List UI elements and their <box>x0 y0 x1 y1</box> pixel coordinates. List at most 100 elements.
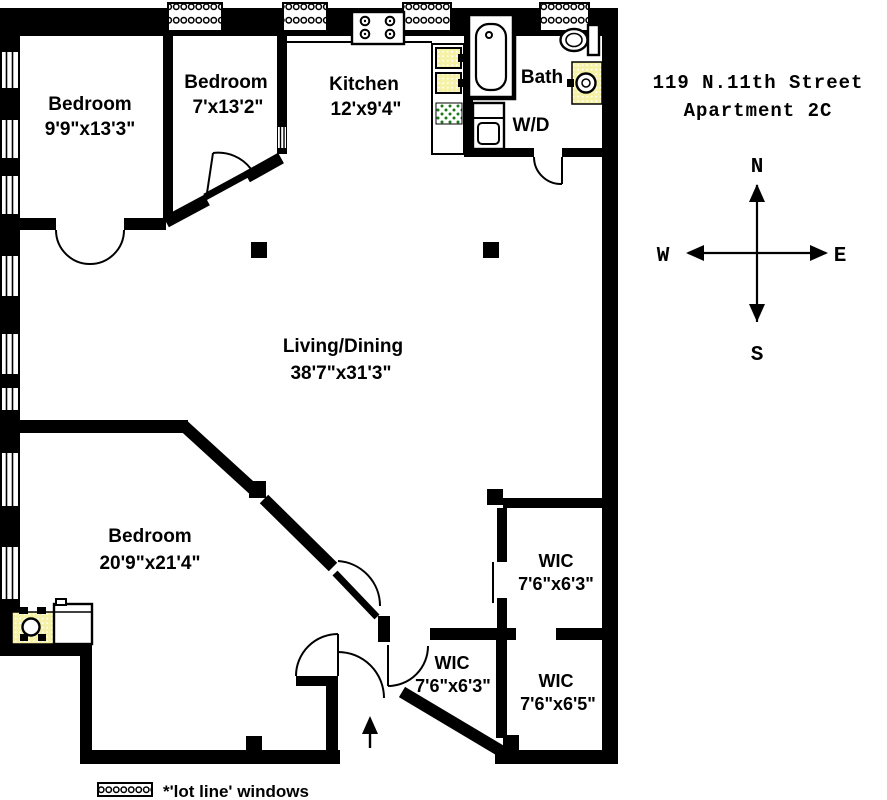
vanity-sink-icon <box>11 607 55 645</box>
bedroom1-door-arc-left <box>55 229 91 265</box>
lot-line-windows <box>167 2 590 32</box>
room-label-kitchen: Kitchen <box>329 74 399 95</box>
entry-arrow <box>362 716 378 748</box>
room-label-living: Living/Dining <box>283 336 403 357</box>
bathtub-icon <box>465 11 517 101</box>
wall-bedroom2-diagonal-lower <box>163 194 210 228</box>
bedroom2-door-leaf <box>203 168 253 201</box>
wall-step-vertical <box>80 642 92 764</box>
lot-line-window <box>402 2 452 32</box>
room-label-wic2: WIC <box>435 653 470 673</box>
bedroom1-door-arc-right <box>89 229 125 265</box>
window <box>2 256 18 296</box>
compass-south-arrowhead <box>749 304 765 322</box>
column <box>246 736 262 751</box>
wall-right <box>602 8 618 764</box>
window <box>2 453 18 506</box>
stove-icon <box>350 10 406 46</box>
wall-bedroom3-diagonal-upper <box>179 421 259 495</box>
room-dims-kitchen: 12'x9'4" <box>331 99 402 120</box>
wall-wic-divider-b <box>556 628 602 640</box>
bath-door-arc <box>533 156 563 186</box>
compass-label-south: S <box>751 344 764 367</box>
wall-wic1-top <box>503 498 602 508</box>
address-line2: Apartment 2C <box>684 100 833 122</box>
wall-vestibule-stub-v <box>326 686 338 764</box>
room-label-wd: W/D <box>513 115 550 136</box>
wall-bedroom3-diagonal-lower <box>259 494 338 572</box>
bedroom3-door-arc <box>337 560 382 607</box>
wall-wic1-left-lower <box>497 598 507 630</box>
wall-bedroom2-diagonal-upper <box>244 152 284 183</box>
wall-wic3-bottom <box>495 750 618 764</box>
wic2-door-arc <box>387 645 429 687</box>
room-labels: Bedroom 9'9"x13'3" Bedroom 7'x13'2" Kitc… <box>45 67 596 714</box>
legend-label: *'lot line' windows <box>163 782 309 800</box>
bedroom3-door-leaf <box>332 570 380 620</box>
room-label-wic1: WIC <box>539 551 574 571</box>
vestibule-door-arc <box>295 633 339 677</box>
wall-bedroom1-bottom-right <box>124 218 166 230</box>
bath-sink-icon <box>567 61 603 105</box>
cabinet-icon <box>52 598 94 646</box>
lot-line-window <box>539 2 590 32</box>
column <box>249 481 266 498</box>
plan-title: 119 N.11th Street Apartment 2C <box>653 72 864 122</box>
wall-bedroom-divider <box>163 36 173 218</box>
room-dims-bedroom2: 7'x13'2" <box>193 97 264 118</box>
address-line1: 119 N.11th Street <box>653 72 864 94</box>
compass-label-north: N <box>751 156 764 179</box>
room-dims-bedroom3: 20'9"x21'4" <box>99 553 200 574</box>
wall-wic-divider-a <box>490 628 516 640</box>
compass-west-arrowhead <box>686 245 704 261</box>
wall-wic2-top <box>430 628 492 640</box>
window <box>2 120 18 158</box>
kitchen-fixtures <box>350 10 465 155</box>
room-label-bedroom3: Bedroom <box>108 526 191 547</box>
window <box>278 127 286 148</box>
window <box>2 547 18 599</box>
kitchen-sink-icon <box>435 47 463 69</box>
wall-wic2-jamb <box>378 616 390 642</box>
kitchen-counter <box>431 43 465 155</box>
wall-wic23-divider <box>496 640 507 738</box>
wall-bedroom3-bottom <box>80 750 340 764</box>
room-dims-living: 38'7"x31'3" <box>290 363 391 384</box>
wall-bath-bottom-right <box>562 148 602 157</box>
room-dims-wic2: 7'6"x6'3" <box>415 676 491 696</box>
compass-north-arrowhead <box>749 184 765 202</box>
bath-fixtures <box>465 11 603 151</box>
wall-bedroom1-bottom-left <box>20 218 56 230</box>
legend: *'lot line' windows <box>97 782 309 800</box>
window <box>2 334 18 374</box>
lot-line-window <box>282 2 328 32</box>
bedroom3-nook-fixtures <box>11 598 94 646</box>
window <box>2 52 18 88</box>
compass-label-east: E <box>834 245 847 268</box>
lot-line-window <box>167 2 223 32</box>
entry-door-arc <box>337 651 385 699</box>
dishwasher-icon <box>435 102 463 125</box>
column <box>483 242 499 258</box>
washer-dryer-icon <box>471 101 506 151</box>
compass-east-arrowhead <box>810 245 828 261</box>
bedroom2-door-arc <box>212 151 252 170</box>
room-label-bedroom1: Bedroom <box>48 94 131 115</box>
column <box>251 242 267 258</box>
wall-bath-bottom-left <box>464 148 534 157</box>
column <box>503 735 519 751</box>
wall-wic1-left-upper <box>497 508 507 562</box>
room-label-wic3: WIC <box>539 671 574 691</box>
compass-rose: N S W E <box>657 156 847 367</box>
wall-vestibule-stub-h <box>296 676 338 686</box>
legend-lot-line-swatch <box>97 782 153 797</box>
window <box>2 176 18 214</box>
columns <box>246 242 519 751</box>
room-dims-wic3: 7'6"x6'5" <box>520 694 596 714</box>
room-dims-wic1: 7'6"x6'3" <box>518 574 594 594</box>
wall-nook-bottom <box>0 642 92 656</box>
doors <box>55 151 563 699</box>
window <box>2 388 18 410</box>
